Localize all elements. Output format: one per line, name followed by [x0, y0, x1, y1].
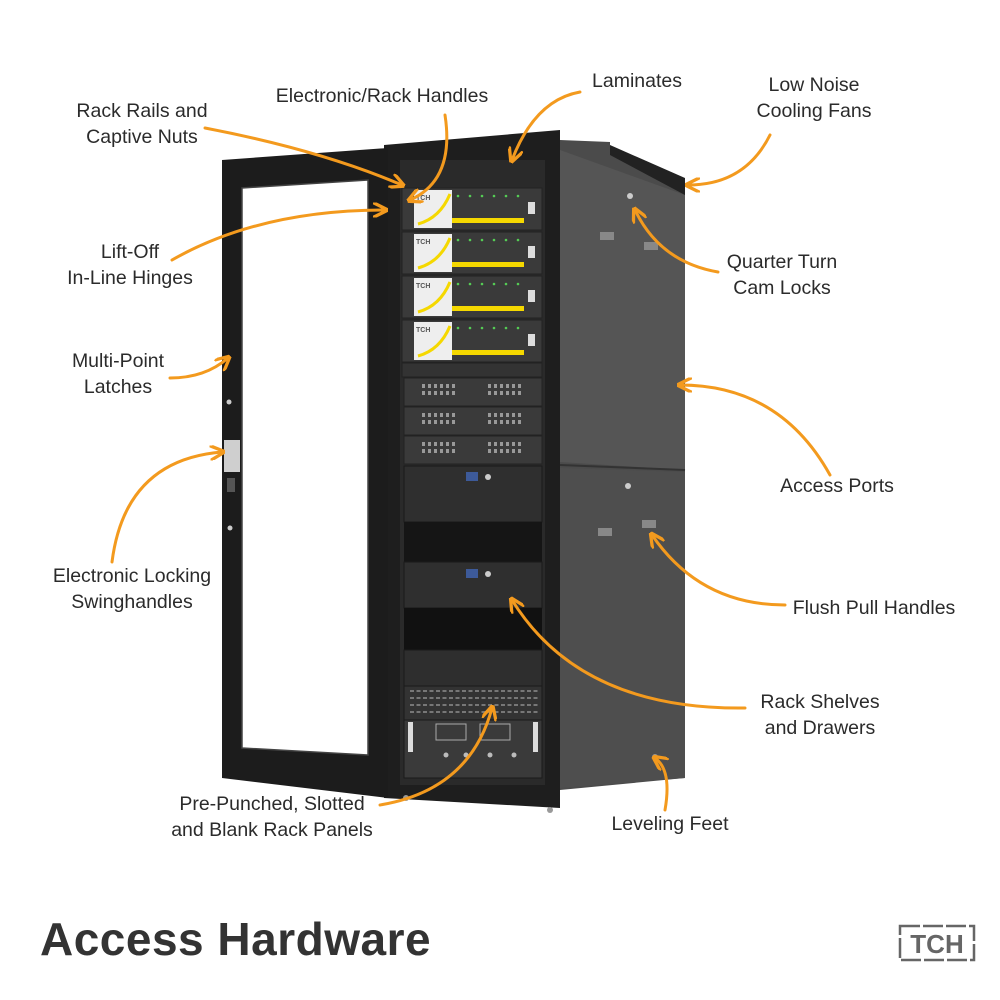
callout-label-rack-handles: Electronic/Rack Handles — [232, 83, 532, 109]
callout-arrow — [168, 358, 228, 380]
callout-label-leveling-feet: Leveling Feet — [520, 811, 820, 837]
callout-line: Quarter Turn — [726, 251, 838, 273]
callout-line: Cooling Fans — [756, 100, 872, 122]
flush-pull-handle — [598, 528, 612, 536]
tch-logo: TCH — [898, 924, 976, 962]
callout-line: Leveling Feet — [611, 813, 729, 835]
callout-line: Flush Pull Handles — [792, 597, 956, 619]
callout-line: Captive Nuts — [86, 126, 198, 148]
callout-label-rack-panels: Pre-Punched, Slotted and Blank Rack Panel… — [122, 791, 422, 843]
rack-drawer — [403, 561, 543, 609]
callout-line: Laminates — [592, 70, 682, 92]
callout-arrow — [512, 600, 747, 710]
callout-line: Electronic/Rack Handles — [275, 85, 489, 107]
open-door — [222, 148, 388, 798]
rack-shelf — [404, 522, 542, 562]
cam-lock — [625, 483, 631, 489]
ups-unit: TCH — [401, 231, 543, 275]
ups-units: TCH TCH TCH TCH — [401, 187, 543, 378]
locking-swinghandle — [224, 440, 240, 472]
callout-label-shelves: Rack Shelves and Drawers — [670, 689, 970, 741]
callout-arrow — [652, 535, 787, 607]
callout-line: Swinghandles — [71, 591, 193, 613]
callout-line: and Blank Rack Panels — [171, 819, 373, 841]
callout-arrows — [110, 90, 832, 812]
callout-label-laminates: Laminates — [487, 68, 787, 94]
callout-label-pull-handles: Flush Pull Handles — [724, 595, 1000, 621]
side-panel — [559, 140, 686, 790]
callout-line: Lift-Off — [100, 241, 160, 263]
callout-line: Latches — [83, 376, 153, 398]
callout-line: and Drawers — [764, 717, 876, 739]
cam-lock — [627, 193, 633, 199]
svg-text:TCH: TCH — [910, 929, 963, 959]
door-glass — [241, 179, 369, 756]
callout-arrow — [512, 90, 582, 160]
callout-arrow — [170, 210, 385, 262]
leveling-foot — [547, 807, 553, 813]
callout-arrow — [410, 113, 449, 200]
callout-line: Access Ports — [780, 475, 894, 497]
svg-text:TCH: TCH — [416, 239, 430, 246]
callout-line: In-Line Hinges — [67, 267, 193, 289]
callout-line: Electronic Locking — [52, 565, 212, 587]
callout-arrow — [110, 452, 222, 564]
svg-text:TCH: TCH — [416, 327, 430, 334]
cabinet-frame: TCH TCH TCH TCH — [384, 130, 658, 813]
ups-unit: TCH — [401, 275, 543, 319]
page-title: Access Hardware — [40, 913, 432, 965]
callout-line: Low Noise — [768, 74, 860, 96]
callout-line: Pre-Punched, Slotted — [179, 793, 365, 815]
callout-arrow — [655, 758, 667, 812]
svg-text:TCH: TCH — [416, 283, 430, 290]
callout-label-access-ports: Access Ports — [687, 473, 987, 499]
flush-pull-handle — [642, 520, 656, 528]
callout-arrow — [378, 708, 492, 807]
callout-line: Rack Shelves — [760, 691, 880, 713]
callout-line: Multi-Point — [71, 350, 165, 372]
blank-rack-panel — [403, 649, 543, 687]
callout-arrow — [635, 210, 720, 274]
callout-arrow — [203, 126, 402, 185]
flush-pull-handle — [600, 232, 614, 240]
callout-line: Cam Locks — [733, 277, 831, 299]
flush-pull-handle — [644, 242, 658, 250]
callout-line: Rack Rails and — [76, 100, 208, 122]
ups-unit: TCH — [401, 187, 543, 231]
ups-unit: TCH — [401, 319, 543, 363]
callout-arrow — [680, 385, 832, 477]
callout-arrow — [688, 133, 772, 185]
